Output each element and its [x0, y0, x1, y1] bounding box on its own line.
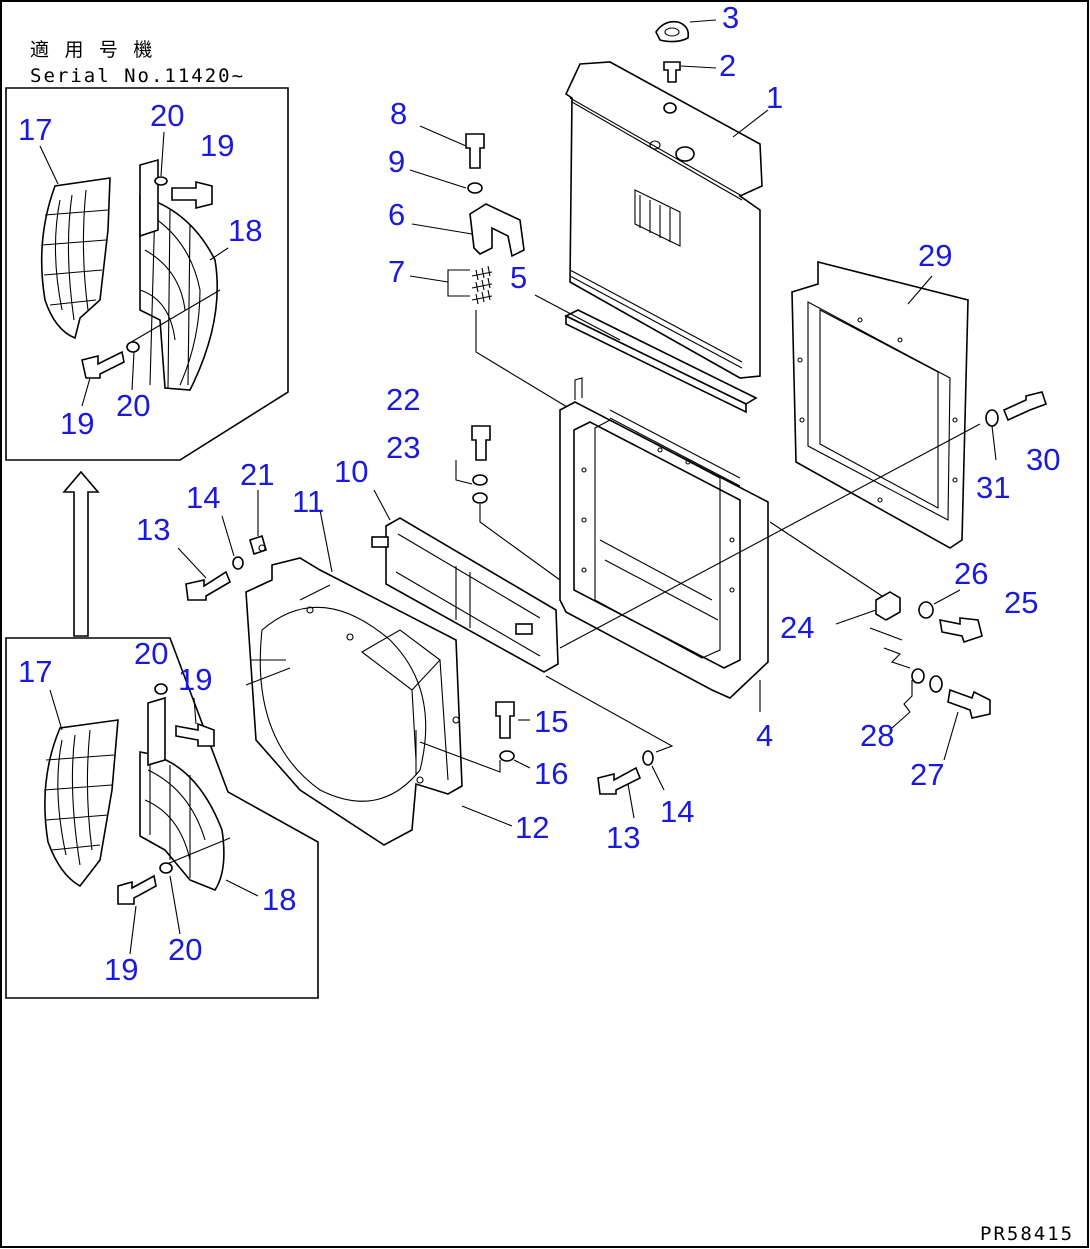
- bottom-callout-19a: 19: [178, 662, 212, 697]
- top-washer-b: [126, 341, 140, 353]
- callout-1: 1: [766, 80, 783, 115]
- bottom-inset-frame: [5, 637, 319, 999]
- top-fan-guard-right: [127, 194, 221, 391]
- top-callout-20b: 20: [116, 388, 150, 423]
- arrow-up-icon: [62, 470, 100, 637]
- callout-12: 12: [515, 810, 549, 845]
- drawing-code: PR58415: [980, 1223, 1074, 1245]
- shims-7: [471, 265, 493, 305]
- washer-16: [499, 750, 515, 762]
- callout-27: 27: [910, 757, 944, 792]
- bottom-callout-19b: 19: [104, 952, 138, 987]
- callout-26: 26: [954, 556, 988, 591]
- bottom-fan-guard-right: [139, 751, 231, 891]
- bottom-bolt-b: [117, 874, 157, 905]
- bolt-22: [471, 425, 491, 461]
- bottom-callout-18: 18: [262, 882, 296, 917]
- callout-3: 3: [722, 0, 739, 35]
- washer-23a: [472, 474, 488, 486]
- top-bolt-b: [81, 350, 125, 379]
- washer-28a: [911, 668, 925, 684]
- top-callout-17: 17: [18, 112, 52, 147]
- washer-31: [985, 409, 999, 427]
- callout-2: 2: [719, 48, 736, 83]
- callout-30: 30: [1026, 442, 1060, 477]
- top-fan-guard-left: [40, 177, 111, 340]
- callout-16: 16: [534, 756, 568, 791]
- callout-11: 11: [292, 484, 324, 519]
- bottom-callout-20b: 20: [168, 932, 202, 967]
- top-callout-19a: 19: [200, 128, 234, 163]
- shroud-29: [791, 260, 969, 549]
- callout-7: 7: [388, 254, 405, 289]
- callout-6: 6: [388, 197, 405, 232]
- washer-14b: [642, 750, 654, 766]
- callout-5: 5: [510, 260, 527, 295]
- top-inset-frame: [5, 87, 289, 461]
- callout-21: 21: [240, 457, 274, 492]
- washer-28b: [929, 675, 943, 693]
- radiator-cap: [655, 20, 690, 43]
- callout-14b: 14: [660, 794, 694, 829]
- washer-26: [918, 601, 934, 619]
- oil-cooler: [371, 517, 559, 673]
- callout-31: 31: [976, 470, 1010, 505]
- bottom-callout-20a: 20: [134, 636, 168, 671]
- callout-25: 25: [1004, 585, 1038, 620]
- bolt-25: [939, 617, 983, 644]
- callout-29: 29: [918, 238, 952, 273]
- bolt-8: [465, 133, 485, 169]
- callout-15: 15: [534, 704, 568, 739]
- applicable-serial-heading: 適 用 号 機: [30, 39, 154, 61]
- bracket-24: [869, 591, 911, 669]
- callout-13: 13: [136, 512, 170, 547]
- bottom-washer-b: [159, 862, 173, 874]
- clip-21: [249, 534, 267, 556]
- top-plate: [139, 158, 159, 238]
- serial-number-label: Serial No.11420~: [30, 65, 245, 87]
- top-bolt-a: [171, 180, 213, 210]
- drain-plug: [663, 61, 681, 83]
- top-washer-a: [154, 176, 168, 186]
- top-callout-20a: 20: [150, 98, 184, 133]
- bolt-13: [185, 570, 231, 601]
- callout-22: 22: [386, 382, 420, 417]
- top-callout-18: 18: [228, 213, 262, 248]
- bottom-bolt-a: [175, 722, 215, 747]
- bolt-30: [1002, 391, 1048, 422]
- washer-9: [467, 182, 483, 194]
- callout-24: 24: [780, 610, 814, 645]
- radiator-frame: [559, 377, 769, 699]
- bottom-fan-guard-left: [43, 719, 119, 888]
- bolt-13b: [597, 766, 642, 795]
- washer-23b: [472, 492, 488, 504]
- callout-23: 23: [386, 430, 420, 465]
- bolt-27: [947, 688, 991, 719]
- bolt-15: [495, 701, 515, 739]
- bracket-6: [469, 203, 525, 258]
- seal-pad: [564, 309, 758, 414]
- top-callout-19b: 19: [60, 406, 94, 441]
- washer-14: [232, 556, 244, 570]
- callout-28: 28: [860, 718, 894, 753]
- callout-9: 9: [388, 144, 405, 179]
- callout-8: 8: [390, 96, 407, 131]
- bottom-plate: [147, 696, 166, 767]
- fan-shroud: [245, 557, 463, 846]
- callout-4: 4: [756, 718, 773, 753]
- radiator-core: [564, 61, 763, 379]
- callout-10: 10: [334, 454, 368, 489]
- callout-13b: 13: [606, 820, 640, 855]
- bottom-washer-a: [154, 683, 168, 695]
- callout-14: 14: [186, 480, 220, 515]
- bottom-callout-17: 17: [18, 654, 52, 689]
